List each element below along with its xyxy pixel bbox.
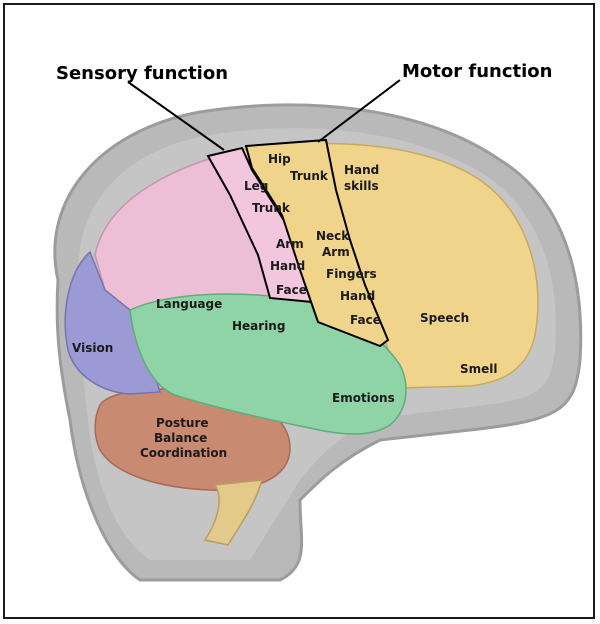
sensory-hand: Hand (270, 259, 305, 273)
brainstem (203, 479, 264, 546)
motor-face: Face (350, 313, 381, 327)
motor-hip: Hip (268, 152, 291, 166)
sensory-leader-line (127, 81, 225, 151)
hearing-label: Hearing (232, 319, 285, 333)
vision-label: Vision (72, 341, 113, 355)
balance-label: Balance (154, 431, 207, 445)
motor-fingers: Fingers (326, 267, 377, 281)
sensory-leg: Leg (244, 179, 268, 193)
motor-neck: Neck (316, 229, 350, 243)
motor-hand: Hand (340, 289, 375, 303)
hand-skills-label-2: skills (344, 179, 379, 193)
motor-arm: Arm (322, 245, 350, 259)
motor-leader-line (317, 79, 401, 143)
motor-trunk: Trunk (290, 169, 329, 183)
speech-label: Speech (420, 311, 469, 325)
motor-strip-outline (244, 138, 390, 348)
motor-heading: Motor function (402, 61, 552, 82)
sensory-trunk: Trunk (252, 201, 291, 215)
emotions-label: Emotions (332, 391, 395, 405)
language-label: Language (156, 297, 222, 311)
hand-skills-label-1: Hand (344, 163, 379, 177)
sensory-heading: Sensory function (56, 63, 228, 84)
sensory-face: Face (276, 283, 307, 297)
sensory-arm: Arm (276, 237, 304, 251)
posture-label: Posture (156, 416, 209, 430)
coordination-label: Coordination (140, 446, 227, 460)
smell-label: Smell (460, 362, 498, 376)
